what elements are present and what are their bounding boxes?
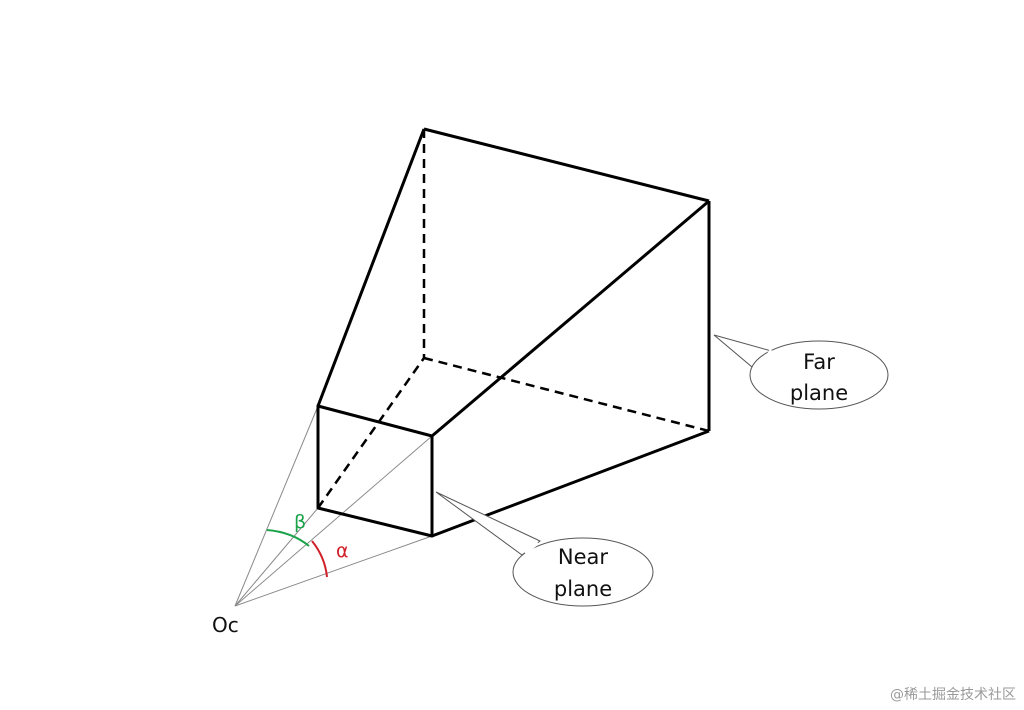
ray-near-bottom-right [234,535,433,607]
near-plane-label-line2: plane [554,577,612,601]
edge-bottom-right [431,429,710,538]
edge-far-top [423,127,710,203]
view-rays [234,405,433,607]
edge-top-right [431,199,710,438]
angle-alpha-label: α [336,540,349,562]
far-plane-label-line2: plane [790,381,848,405]
visible-edges [316,127,711,538]
hidden-edges [316,129,710,509]
far-plane-callout-bubble [749,340,889,410]
ray-near-top-left [234,405,319,607]
hidden-edge-bottom-left [316,357,426,509]
far-plane-label-line1: Far [803,350,835,374]
origin-label: Oc [212,613,239,637]
angle-beta-arc [266,529,310,547]
angle-beta-label: β [294,511,306,533]
watermark-text: @稀土掘金技术社区 [890,687,1016,703]
far-plane-callout: Far plane [713,334,889,410]
ray-near-bottom-left [234,507,319,607]
near-plane-label-line1: Near [558,545,608,569]
edge-top-left [316,128,426,407]
angle-alpha-arc [311,540,328,578]
ray-near-top-right [234,435,433,607]
near-plane-rect [316,404,434,538]
near-plane-callout: Near plane [435,491,654,607]
near-plane-callout-bubble [512,537,654,607]
hidden-edge-far-bottom [423,356,710,433]
